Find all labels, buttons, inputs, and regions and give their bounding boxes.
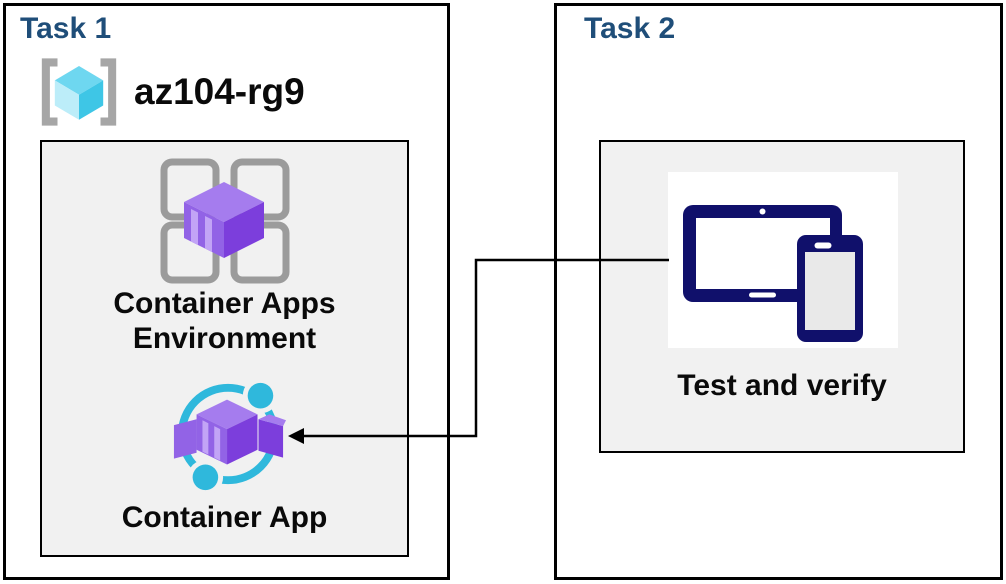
environment-label: Container Apps Environment — [113, 287, 336, 355]
container-apps-environment-panel: Container Apps Environment Container App — [40, 140, 409, 557]
task2-title: Task 2 — [584, 12, 676, 45]
resource-group-name: az104-rg9 — [134, 71, 305, 112]
task1-box: Task 1 az104-rg9 — [3, 3, 450, 580]
container-app-label: Container App — [121, 501, 328, 534]
task2-box: Task 2 Test and verify — [554, 3, 1003, 580]
container-apps-environment-icon — [160, 158, 290, 284]
test-and-verify-label: Test and verify — [677, 369, 887, 402]
task1-title: Task 1 — [20, 12, 112, 45]
container-app-icon — [173, 378, 287, 494]
tablet-and-phone-icon — [683, 205, 863, 342]
device-icon-card — [668, 172, 898, 348]
resource-group-icon — [41, 58, 117, 126]
resource-group-row: az104-rg9 — [36, 56, 305, 128]
test-and-verify-panel: Test and verify — [599, 140, 965, 453]
